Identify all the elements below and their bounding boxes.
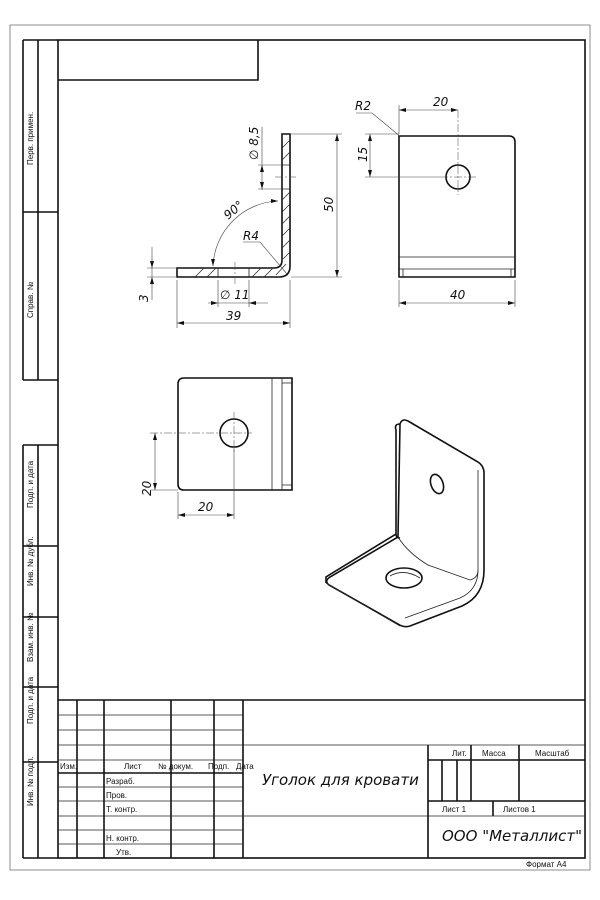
dim-small-hole: ∅ 8,5: [247, 127, 261, 160]
col-list: Лист: [124, 762, 142, 771]
side-label-inv-podl: Инв. № подл.: [26, 756, 35, 806]
side-label-sprav-no: Справ. №: [26, 281, 35, 318]
side-label-podp-data-1: Подп. и дата: [26, 460, 35, 508]
dim-angle: 90°: [221, 198, 246, 222]
dim-hole-x-top: 20: [433, 95, 449, 109]
isometric-view: [325, 419, 485, 628]
side-label-perv-primen: Перв. примен.: [26, 112, 35, 165]
sheets-total: Листов 1: [503, 805, 536, 814]
dim-width: 40: [450, 288, 466, 302]
dim-thickness: 3: [137, 294, 151, 302]
dim-hole-x-bottom: 20: [198, 500, 214, 514]
profile-view: 50 39 ∅ 11 3 ∅ 8,5 90° R4: [137, 127, 342, 328]
col-data: Дата: [236, 762, 254, 771]
side-label-inv-dubl: Инв. № дубл.: [26, 536, 35, 586]
col-podp: Подп.: [208, 762, 229, 771]
dim-corner-radius: R2: [355, 99, 371, 113]
dim-hole-y-bottom: 20: [140, 480, 154, 496]
row-prov: Пров.: [106, 791, 127, 800]
col-masshtab: Масштаб: [535, 749, 570, 758]
sheet-edge: [9, 24, 591, 871]
dim-hole-y-top: 15: [356, 147, 370, 162]
row-t-kontr: Т. контр.: [106, 805, 137, 814]
drawing-frame: [57, 39, 586, 859]
side-label-vzam-inv: Взам. инв. №: [26, 612, 35, 662]
col-no-dokum: № докум.: [158, 762, 193, 771]
top-left-box: [58, 40, 259, 81]
front-view: 20 15 40 R2: [355, 95, 516, 307]
dim-bend-radius: R4: [243, 229, 259, 243]
side-label-podp-data-2: Подп. и дата: [26, 676, 35, 724]
organization: ООО "Металлист": [442, 827, 582, 845]
title-block: Изм. Лист № докум. Подп. Дата Разраб. Пр…: [58, 699, 585, 858]
dim-height: 50: [322, 196, 336, 212]
drawing-title: Уголок для кровати: [262, 771, 419, 789]
row-razrab: Разраб.: [106, 777, 135, 786]
col-lit: Лит.: [452, 749, 467, 758]
sheet-number: Лист 1: [442, 805, 467, 814]
format-label: Формат А4: [526, 860, 567, 869]
col-izm: Изм.: [60, 762, 77, 771]
plan-view: 20 20: [140, 377, 293, 519]
row-n-kontr: Н. контр.: [106, 834, 139, 843]
dim-flange-length: 39: [226, 309, 241, 323]
col-massa: Масса: [482, 749, 506, 758]
dim-large-hole: ∅ 11: [220, 288, 250, 302]
row-utv: Утв.: [116, 848, 131, 857]
side-strip: Перв. примен. Справ. № Подп. и дата Инв.…: [22, 39, 58, 859]
